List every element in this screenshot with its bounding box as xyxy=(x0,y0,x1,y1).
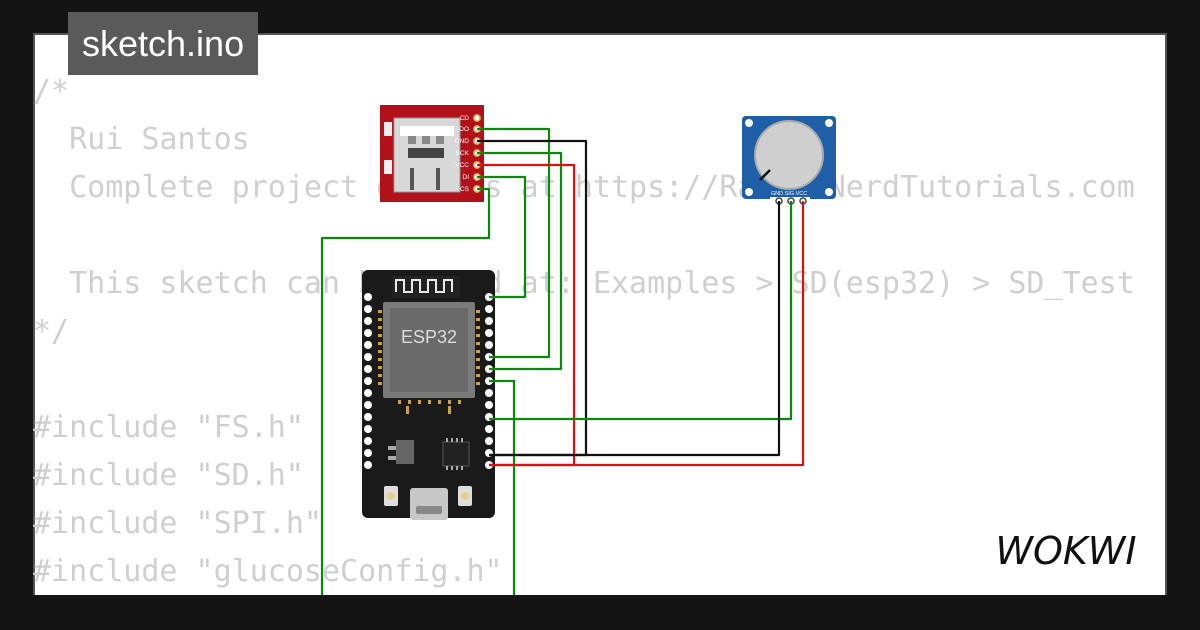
wire-sd-sck[interactable] xyxy=(477,151,563,371)
wire-pot-sig[interactable] xyxy=(489,201,793,421)
sd-pin-label-do: DO xyxy=(459,126,469,133)
wire-pot-vcc[interactable] xyxy=(489,201,805,467)
pot-knob[interactable] xyxy=(754,120,824,190)
wokwi-logo: WOKWI xyxy=(995,529,1136,573)
code-line: #include "SD.h" xyxy=(33,458,304,493)
pot-pin-label: GND SIG VCC xyxy=(771,191,807,197)
code-line: #include "FS.h" xyxy=(33,410,304,445)
wire-pot-gnd[interactable] xyxy=(489,201,781,457)
sd-pin-label-vcc: VCC xyxy=(455,162,469,169)
code-line: Rui Santos xyxy=(33,122,250,157)
sd-pin-cd[interactable] xyxy=(473,114,481,122)
code-line: */ xyxy=(33,314,70,349)
code-line: /* xyxy=(33,74,70,109)
wire-sd-cs[interactable] xyxy=(320,187,491,600)
bottom-frame xyxy=(0,595,1200,630)
sd-pin-label-gnd: GND xyxy=(455,138,470,145)
wire-esp-gpio[interactable] xyxy=(489,379,516,600)
diagram-canvas[interactable] xyxy=(33,33,1167,597)
code-background: /* Rui Santos Complete project details a… xyxy=(33,68,1135,596)
pot-indicator xyxy=(759,169,771,181)
wire-sd-do[interactable] xyxy=(477,127,551,359)
sd-pin-label-cs: CS xyxy=(460,186,470,193)
potentiometer[interactable]: GND SIG VCC xyxy=(742,116,836,205)
esp32-label: ESP32 xyxy=(401,327,457,347)
wokwi-logo-text: WOKWI xyxy=(995,529,1136,573)
code-line: #include "SPI.h" xyxy=(33,506,322,541)
sd-pin-label-sck: SCK xyxy=(456,150,470,157)
sd-card-module[interactable]: CD DO GND SCK VCC DI CS xyxy=(380,105,484,202)
sd-pin-label-cd: CD xyxy=(460,115,470,122)
wire-sd-di[interactable] xyxy=(477,175,527,299)
file-tab[interactable]: sketch.ino xyxy=(68,12,259,75)
code-line: Complete project details at https://Rand… xyxy=(33,170,1135,205)
code-line: #include "glucoseConfig.h" xyxy=(33,554,503,589)
sd-pin-label-di: DI xyxy=(463,174,470,181)
esp32-board[interactable]: ESP32 xyxy=(362,270,495,520)
